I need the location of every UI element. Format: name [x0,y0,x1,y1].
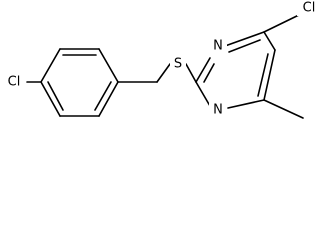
atom-label-n-top: N [213,39,223,54]
bond-c4-n3 [227,99,265,109]
atom-label-sulfur: S [174,57,182,72]
bond-ring-a-4 [98,48,119,83]
mask-sulfur [170,56,186,72]
mask-n-top [209,38,227,54]
bond-n3-c2 [195,81,211,107]
bond-pyr-inner-1 [203,63,215,83]
bond-ring-a-5 [98,81,119,117]
atom-label-cl-left: Cl [8,75,21,90]
atom-label-cl-right: Cl [303,1,316,16]
bond-ch2-s [156,63,171,83]
bond-cl-right [263,12,304,33]
benzene-ring [40,48,119,117]
bond-c2-n1 [195,57,211,83]
bond-c5-c4 [263,49,276,101]
bond-ring-a-inner-3 [47,81,64,111]
pyrimidine-ring [195,31,276,109]
bond-ring-a-inner-2 [94,81,112,111]
bond-s-c2 [185,63,197,83]
bond-pyr-inner-2 [257,53,269,97]
bond-methyl [263,99,304,119]
atom-label-n-bottom: N [213,103,223,118]
bond-n1-c6 [224,31,265,47]
molecule-canvas: Cl S N N Cl [2,0,321,119]
bond-ring-a-1 [40,81,61,117]
mask-cl-right [297,0,321,16]
bond-pyr-inner-3 [228,39,261,53]
bond-c6-c5 [263,31,276,51]
bond-ring-a-2 [40,48,61,83]
molecule-structure: Cl S N N Cl [2,0,321,119]
mask-n-bottom [209,102,227,118]
mask-cl-left [2,74,26,90]
